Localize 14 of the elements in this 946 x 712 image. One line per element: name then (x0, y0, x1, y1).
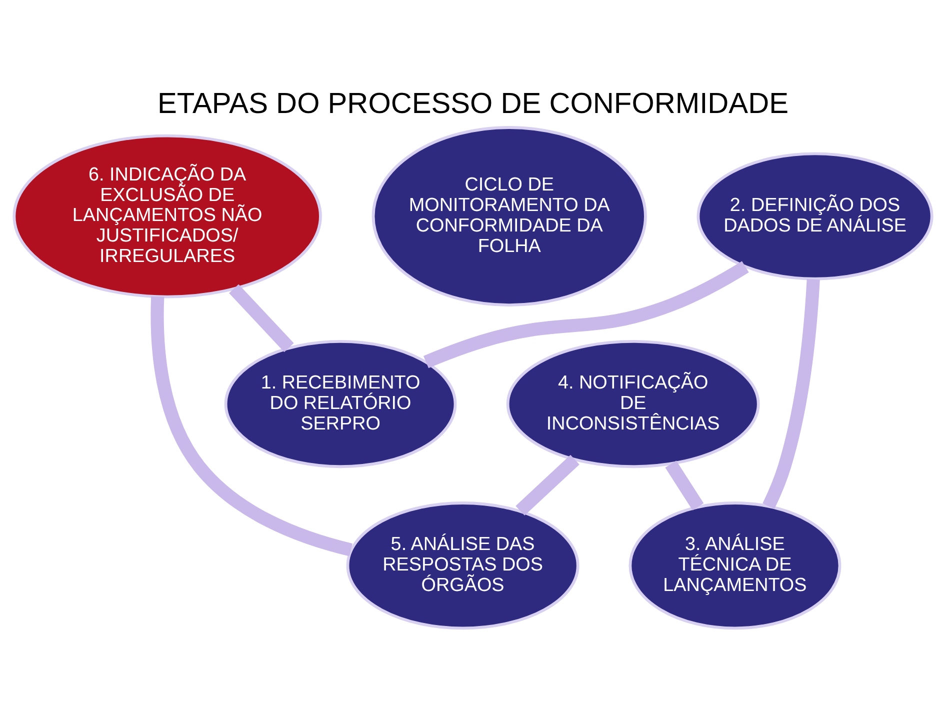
connector (665, 460, 704, 510)
connector (424, 261, 749, 368)
connector (762, 278, 820, 510)
connector (150, 296, 353, 556)
diagram-title: ETAPAS DO PROCESSO DE CONFORMIDADE (158, 88, 788, 120)
node-ellipse: 5. ANÁLISE DAS RESPOSTAS DOS ÓRGÃOS (346, 502, 580, 630)
node-ellipse: 1. RECEBIMENTO DO RELATÓRIO SERPRO (224, 340, 457, 468)
connector (229, 284, 294, 352)
connector (516, 454, 580, 516)
node-ellipse: 4. NOTIFICAÇÃO DE INCONSISTÊNCIAS (506, 340, 760, 468)
node-ellipse: 6. INDICAÇÃO DA EXCLUSÃO DE LANÇAMENTOS NÃO JUSTIFICADOS/ IRREGULARES (12, 134, 322, 298)
node-ellipse: 2. DEFINIÇÃO DOS DADOS DE ANÁLISE (696, 152, 934, 280)
node-ellipse: 3. ANÁLISE TÉCNICA DE LANÇAMENTOS (628, 502, 842, 630)
node-ellipse: CICLO DE MONITORAMENTO DA CONFORMIDADE DA FOLHA (372, 126, 647, 307)
